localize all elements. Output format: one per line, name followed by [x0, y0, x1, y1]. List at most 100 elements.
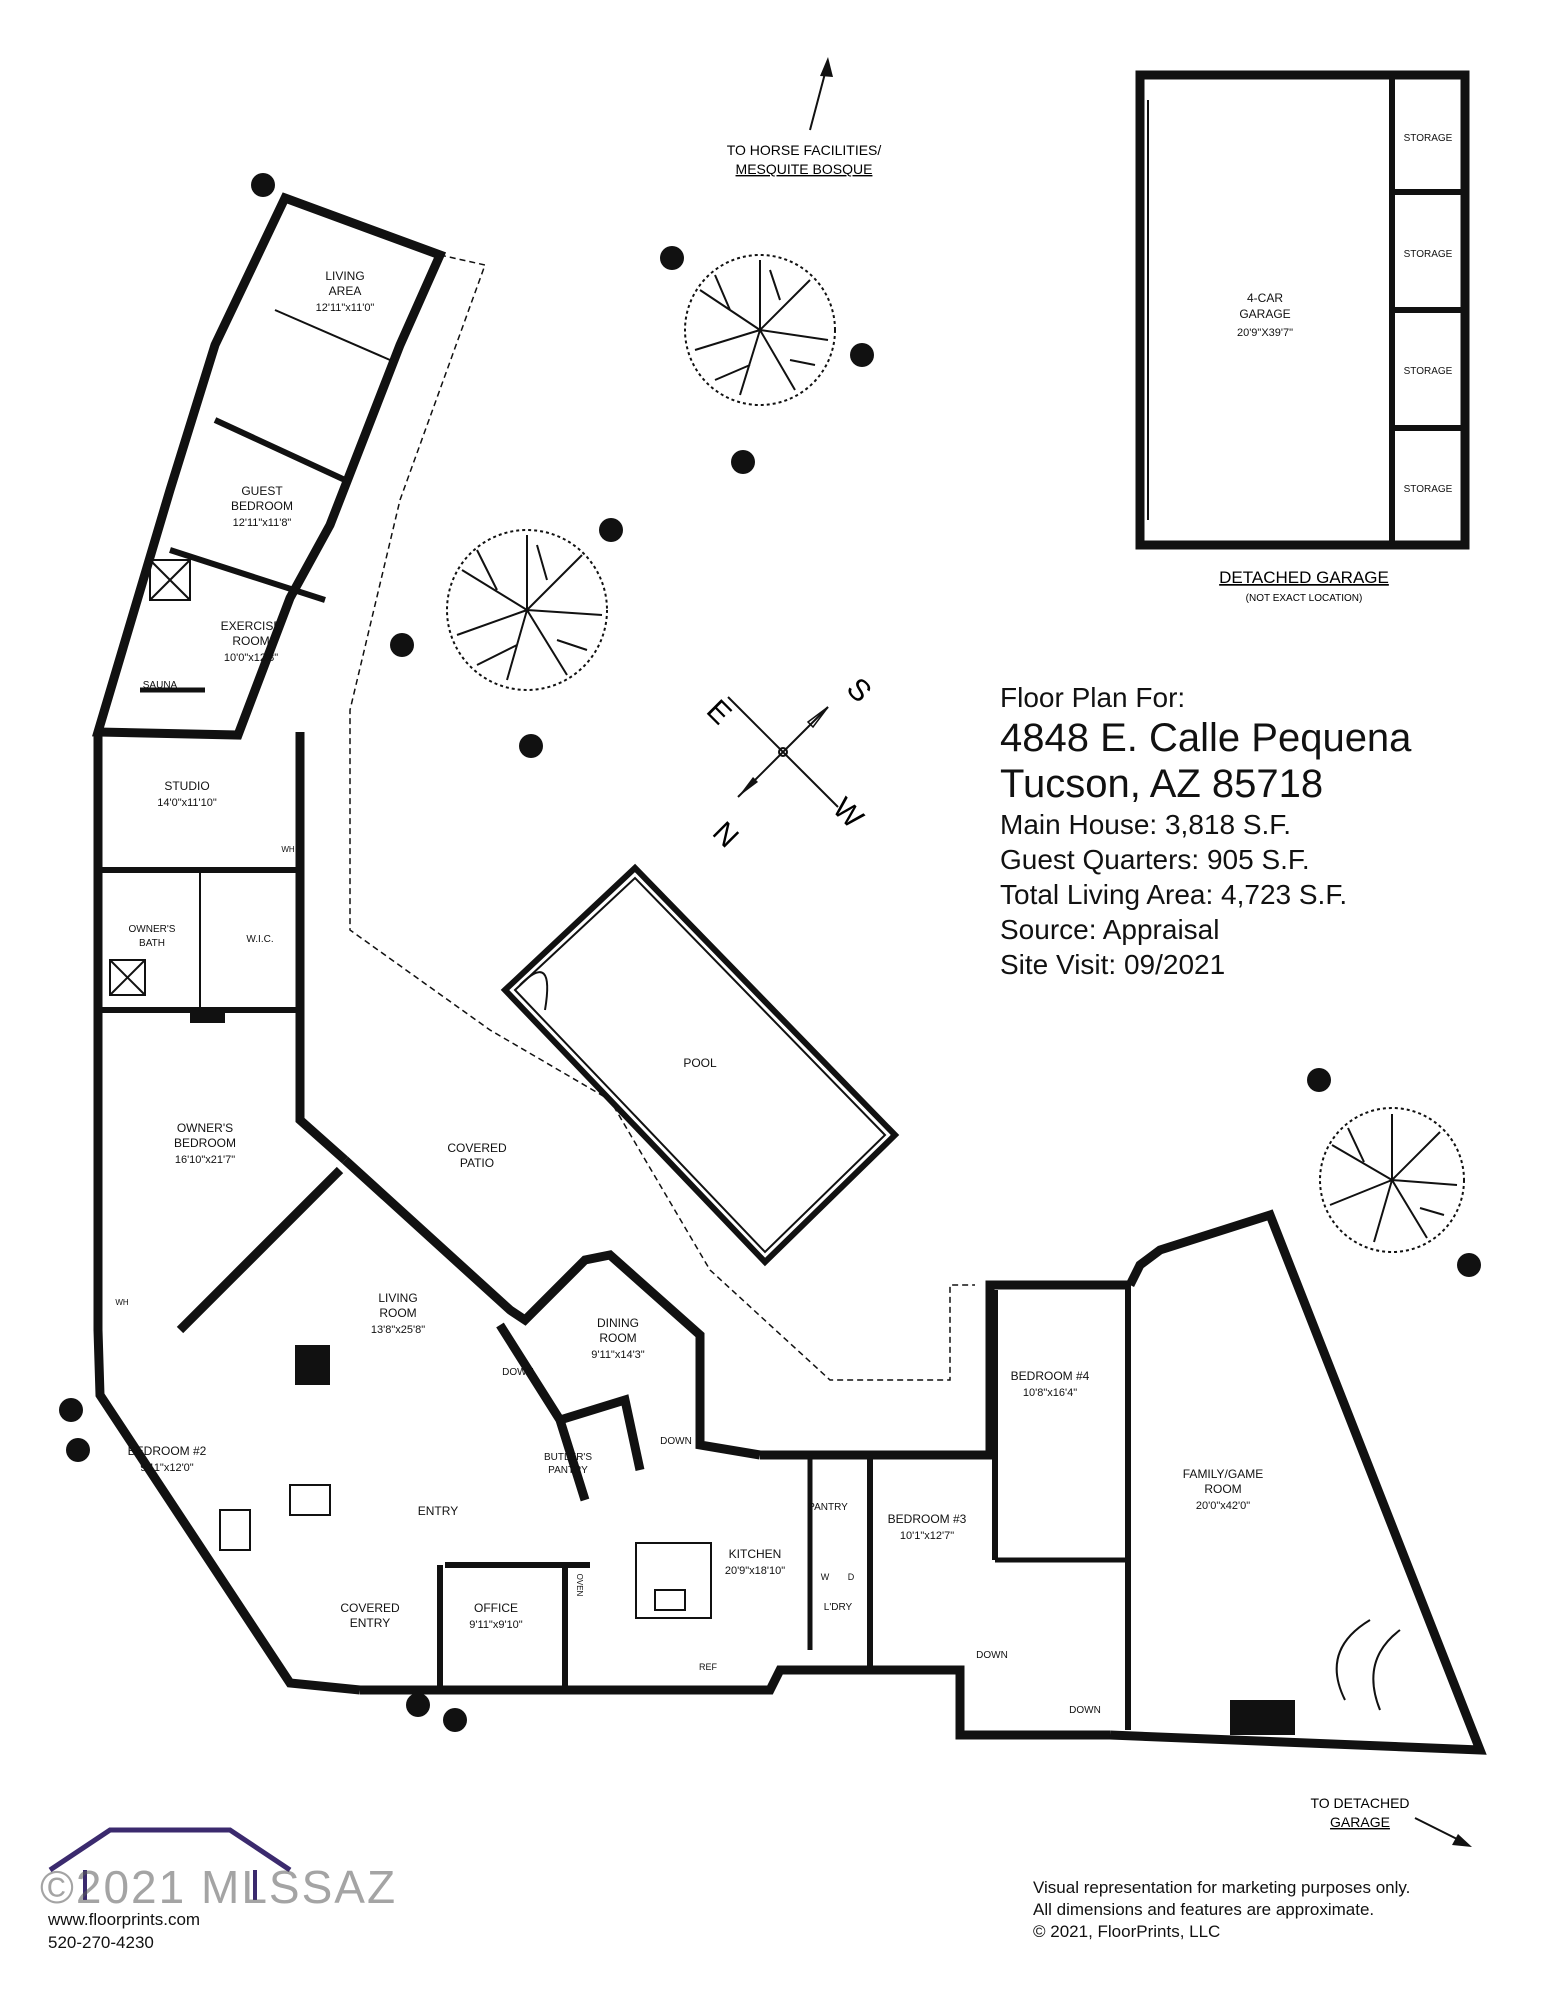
company-website[interactable]: www.floorprints.com [48, 1910, 201, 1929]
bedroom4-label: BEDROOM #4 [1011, 1369, 1090, 1383]
covered-patio-label-1: COVERED [447, 1141, 507, 1155]
bedroom2-label: BEDROOM #2 [128, 1444, 207, 1458]
tree-large-1 [684, 254, 836, 406]
exercise-room-label-1: EXERCISE [221, 619, 282, 633]
shrub-5 [599, 518, 623, 542]
guest-bedroom-label-1: GUEST [241, 484, 283, 498]
garage-label-1: 4-CAR [1247, 291, 1283, 305]
compass-w: W [826, 792, 870, 836]
company-phone: 520-270-4230 [48, 1933, 154, 1952]
living-area-dim: 12'11"x11'0" [316, 302, 375, 314]
shrub-8 [1307, 1068, 1331, 1092]
info-source: Source: Appraisal [1000, 914, 1220, 945]
sauna-label: SAUNA [143, 680, 178, 691]
storage-label-2: STORAGE [1404, 249, 1453, 260]
living-room-label-1: LIVING [378, 1291, 417, 1305]
watermark: ©2021 MLSSAZ [40, 1861, 398, 1913]
dining-room-dim: 9'11"x14'3" [591, 1349, 644, 1361]
exercise-room-label-2: ROOM [232, 634, 269, 648]
disclaimer-line1: Visual representation for marketing purp… [1033, 1878, 1411, 1897]
detached-garage: STORAGE STORAGE STORAGE STORAGE 4-CAR GA… [1135, 70, 1470, 604]
living-room-label-2: ROOM [379, 1306, 416, 1320]
guest-bedroom-dim: 12'11"x11'8" [233, 517, 292, 529]
owners-bedroom-label-2: BEDROOM [174, 1136, 236, 1150]
info-address-line2: Tucson, AZ 85718 [1000, 762, 1324, 806]
shrub-9 [1457, 1253, 1481, 1277]
compass-s: S [840, 672, 877, 709]
info-guest-quarters: Guest Quarters: 905 S.F. [1000, 844, 1310, 875]
ref-marker: REF [699, 1662, 718, 1672]
living-room-dim: 13'8"x25'8" [371, 1324, 425, 1336]
exercise-room-dim: 10'0"x12'8" [224, 652, 278, 664]
down-marker-dining: DOWN [660, 1436, 692, 1447]
shrub-3 [850, 343, 874, 367]
butlers-pantry-label-1: BUTLER'S [544, 1452, 592, 1463]
info-main-house: Main House: 3,818 S.F. [1000, 809, 1292, 840]
studio-dim: 14'0"x11'10" [157, 797, 217, 809]
laundry-label: L'DRY [824, 1602, 853, 1613]
wic-label: W.I.C. [246, 934, 273, 945]
shrub-1 [251, 173, 275, 197]
wh-marker-studio: WH [281, 845, 295, 854]
disclaimer: Visual representation for marketing purp… [1033, 1877, 1410, 1943]
storage-label-3: STORAGE [1404, 366, 1453, 377]
dining-room-label-2: ROOM [599, 1331, 636, 1345]
disclaimer-line2: All dimensions and features are approxim… [1033, 1900, 1375, 1920]
dryer-marker: D [848, 1572, 855, 1582]
not-exact-caption: (NOT EXACT LOCATION) [1246, 593, 1363, 604]
shrub-13 [443, 1708, 467, 1732]
entry-label: ENTRY [418, 1504, 458, 1518]
info-address-line1: 4848 E. Calle Pequena [1000, 716, 1412, 760]
pool-label: POOL [683, 1056, 717, 1070]
bedroom4-dim: 10'8"x16'4" [1023, 1387, 1077, 1399]
pool-outline [500, 863, 900, 1267]
shrub-11 [66, 1438, 90, 1462]
family-game-label-1: FAMILY/GAME [1183, 1467, 1263, 1481]
compass-n: N [706, 816, 745, 855]
compass-rose: N S E W [700, 672, 877, 855]
down-marker-living: DOWN [502, 1367, 534, 1378]
compass-e: E [700, 694, 737, 731]
info-heading: Floor Plan For: [1000, 682, 1186, 713]
to-detached-garage-note: TO DETACHED GARAGE [1310, 1795, 1472, 1847]
down-marker-bedroom4: DOWN [976, 1650, 1008, 1661]
tree-large-3 [1319, 1107, 1465, 1253]
bedroom3-dim: 10'1"x12'7" [900, 1530, 954, 1542]
family-game-label-2: ROOM [1204, 1482, 1241, 1496]
shrub-6 [390, 633, 414, 657]
wh-marker-bedroom2: WH [115, 1298, 129, 1307]
shrub-10 [59, 1398, 83, 1422]
covered-entry-label-1: COVERED [340, 1601, 400, 1615]
info-site-visit: Site Visit: 09/2021 [1000, 949, 1226, 980]
tree-large-2 [446, 529, 608, 691]
butlers-pantry-label-2: PANTRY [548, 1465, 588, 1476]
storage-label-1: STORAGE [1404, 133, 1453, 144]
copyright-line: © 2021, FloorPrints, LLC [1033, 1922, 1221, 1942]
shrub-7 [519, 734, 543, 758]
bedroom2-dim: 9'11"x12'0" [140, 1462, 193, 1474]
horse-facilities-line2: MESQUITE BOSQUE [736, 161, 873, 177]
covered-patio-label-2: PATIO [460, 1156, 494, 1170]
down-marker-family: DOWN [1069, 1705, 1101, 1716]
owners-bedroom-dim: 16'10"x21'7" [175, 1154, 235, 1166]
main-house-labels: STUDIO 14'0"x11'10" WH OWNER'S BATH W.I.… [115, 779, 1263, 1716]
storage-label-4: STORAGE [1404, 484, 1453, 495]
family-game-dim: 20'0"x42'0" [1196, 1500, 1250, 1512]
shrub-2 [660, 246, 684, 270]
to-detached-line1: TO DETACHED [1310, 1795, 1409, 1811]
shrub-12 [406, 1693, 430, 1717]
company-logo [48, 1827, 292, 1900]
living-area-label-1: LIVING [325, 269, 364, 283]
kitchen-dim: 20'9"x18'10" [725, 1565, 785, 1577]
owners-bedroom-label-1: OWNER'S [177, 1121, 233, 1135]
dining-room-label-1: DINING [597, 1316, 639, 1330]
horse-facilities-line1: TO HORSE FACILITIES/ [727, 142, 882, 158]
horse-facilities-note: TO HORSE FACILITIES/ MESQUITE BOSQUE [727, 57, 882, 177]
garage-label-2: GARAGE [1239, 307, 1290, 321]
kitchen-label: KITCHEN [729, 1547, 782, 1561]
guest-wing: LIVING AREA 12'11"x11'0" GUEST BEDROOM 1… [92, 192, 975, 1381]
shrub-4 [731, 450, 755, 474]
detached-garage-caption: DETACHED GARAGE [1219, 568, 1389, 587]
main-house [93, 732, 1487, 1755]
